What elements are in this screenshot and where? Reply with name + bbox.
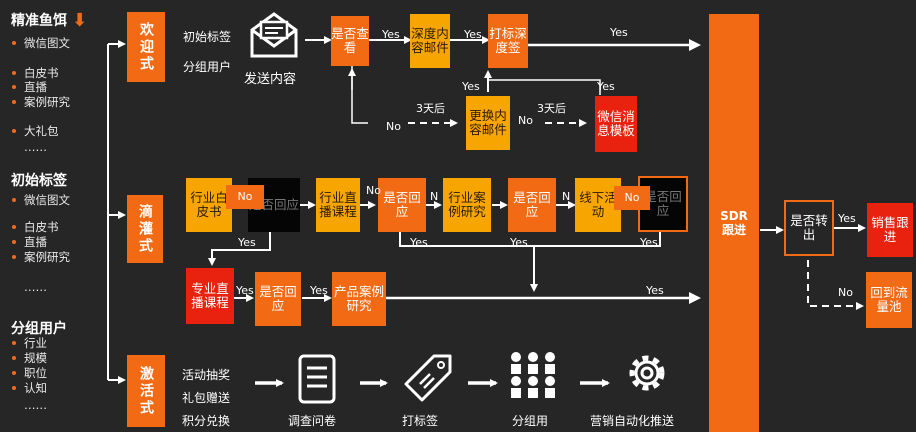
label-no-box: No [614, 186, 650, 210]
label-yes: Yes [510, 236, 528, 249]
node-sales-followup: 销售跟进 [867, 203, 913, 257]
node-wechat-template: 微信消息模板 [595, 96, 637, 152]
sidebar-title-tags: 初始标签 [11, 173, 67, 189]
stage-drip: 滴灌式 [127, 195, 163, 263]
auto-push-label: 营销自动化推送 [590, 414, 675, 428]
input-groups: 分组用户 [183, 60, 232, 74]
sidebar-item: 认知 [12, 381, 47, 395]
sidebar-item: 大礼包 [12, 124, 59, 138]
sidebar-item: 案例研究 [12, 95, 74, 109]
activate-text-2: 礼包赠送 [182, 391, 231, 405]
group-users-icon [511, 352, 555, 398]
label-yes: Yes [410, 236, 428, 249]
document-icon [298, 354, 336, 404]
node-reply-5: 是否回应 [255, 272, 301, 326]
sidebar-title-groups: 分组用户 [11, 321, 67, 337]
tag-icon [404, 354, 452, 402]
label-no: No [386, 120, 401, 133]
label-3days: 3天后 [416, 102, 445, 115]
node-reply-2: 是否回应 [378, 178, 426, 232]
sidebar-item: 直播 [12, 80, 47, 94]
sidebar-title-bait: 精准鱼饵 [11, 13, 67, 29]
node-offline-event: 线下活动 [575, 178, 621, 232]
node-opened: 是否查看 [331, 16, 369, 66]
label-yes: Yes [464, 28, 482, 41]
sidebar-item: 案例研究 [12, 250, 74, 264]
node-reply-3: 是否回应 [508, 178, 556, 232]
node-deep-tag: 打标深度签 [488, 14, 528, 68]
stage-welcome: 欢迎式 [127, 12, 165, 82]
sidebar-more: …… [24, 280, 47, 294]
gear-icon [629, 355, 665, 391]
label-yes: Yes [310, 284, 328, 297]
label-yes: Yes [610, 26, 628, 39]
tag-label: 打标签 [402, 414, 439, 428]
sidebar-item: 规模 [12, 351, 47, 365]
label-yes: Yes [838, 212, 856, 225]
mail-icon [250, 12, 298, 58]
node-back-to-pool: 回到流量池 [866, 272, 912, 328]
node-whitepaper: 行业白皮书 [186, 178, 232, 232]
sidebar-item: 白皮书 [12, 66, 59, 80]
label-n: N [562, 190, 571, 203]
stage-activate: 激活式 [127, 355, 165, 427]
activate-text-3: 积分兑换 [182, 414, 231, 428]
label-no: No [518, 114, 533, 127]
label-yes: Yes [236, 284, 254, 297]
activate-text-1: 活动抽奖 [182, 368, 231, 382]
node-deep-mail: 深度内容邮件 [410, 14, 450, 68]
label-yes: Yes [238, 236, 256, 249]
label-no-box: No [226, 185, 264, 209]
sidebar-item: 直播 [12, 235, 47, 249]
label-no: No [838, 286, 853, 299]
input-tags: 初始标签 [183, 30, 232, 44]
node-product-case: 产品案例研究 [332, 272, 386, 326]
sidebar-item: 职位 [12, 366, 47, 380]
label-3days: 3天后 [537, 102, 566, 115]
node-pro-live: 专业直播课程 [186, 268, 234, 324]
node-live-course: 行业直播课程 [316, 178, 360, 232]
label-yes: Yes [646, 284, 664, 297]
label-yes: Yes [462, 80, 480, 93]
node-convert: 是否转出 [784, 200, 834, 256]
sidebar-more: …… [24, 140, 47, 154]
sdr-followup-column: SDR跟进 [709, 14, 759, 432]
label-n: N [430, 190, 439, 203]
sidebar-more: …… [24, 398, 47, 412]
sidebar-item: 微信图文 [12, 36, 74, 50]
survey-label: 调查问卷 [288, 414, 337, 428]
send-content-label: 发送内容 [244, 72, 297, 87]
node-case-study: 行业案例研究 [443, 178, 491, 232]
label-yes: Yes [597, 80, 615, 93]
sidebar-item: 白皮书 [12, 220, 59, 234]
sidebar-item: 行业 [12, 336, 47, 350]
label-yes: Yes [382, 28, 400, 41]
arrow-down-icon: ⬇ [72, 10, 88, 31]
node-replace-mail: 更换内容邮件 [466, 96, 510, 150]
group-label: 分组用 [512, 414, 549, 428]
label-no: No [366, 184, 381, 197]
sidebar-item: 微信图文 [12, 193, 74, 207]
label-yes: Yes [640, 236, 658, 249]
